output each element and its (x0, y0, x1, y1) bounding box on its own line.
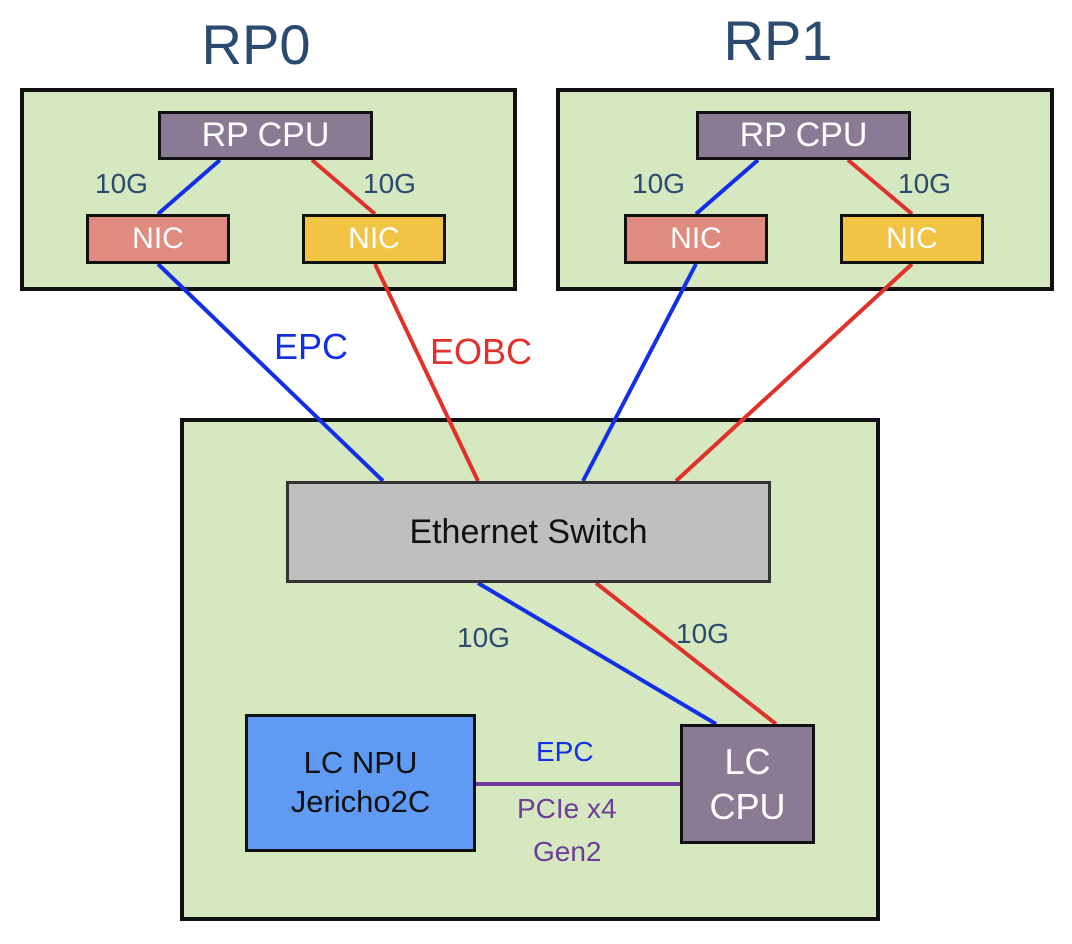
rp0-cpu-nic-left-link (156, 158, 222, 216)
rp0-nic-right-label: NIC (348, 222, 400, 255)
rp0-link-right-speed: 10G (363, 168, 416, 199)
rp1-nic-right-box: NIC (840, 214, 984, 264)
pcie-label-line2: Gen2 (533, 836, 602, 867)
rp1-link-left-speed: 10G (632, 168, 685, 199)
rp0-nic-left-box: NIC (86, 214, 230, 264)
epc-uplink-label: EPC (274, 326, 349, 367)
lc-cpu-label-line1: LC (724, 741, 771, 782)
rp0-cpu-nic-right-link (310, 158, 377, 216)
lc-npu-label-line1: LC NPU (303, 745, 418, 781)
pcie-label-line1: PCIe x4 (517, 793, 617, 824)
rp1-epc-uplink (581, 263, 698, 482)
rp1-cpu-nic-right-link (846, 158, 914, 216)
rp1-cpu-box: RP CPU (696, 111, 911, 160)
lc-cpu-label-line2: CPU (709, 786, 786, 827)
rp1-cpu-label: RP CPU (739, 116, 868, 154)
switch-link-left-speed: 10G (457, 622, 510, 653)
lc-npu-box: LC NPU Jericho2C (245, 714, 476, 852)
rp1-title: RP1 (723, 9, 833, 72)
rp0-epc-uplink (156, 262, 385, 483)
rp0-nic-right-box: NIC (302, 214, 446, 264)
rp0-cpu-label: RP CPU (201, 116, 330, 154)
rp0-title: RP0 (201, 13, 311, 76)
lc-npu-label-line2: Jericho2C (290, 784, 431, 819)
rp1-cpu-nic-left-link (694, 158, 760, 216)
rp1-eobc-uplink (674, 262, 914, 483)
rp0-cpu-box: RP CPU (158, 111, 373, 160)
rp1-nic-left-label: NIC (670, 222, 722, 255)
switch-lccpu-epc-link (476, 581, 718, 726)
eobc-uplink-label: EOBC (430, 331, 533, 372)
rp1-link-right-speed: 10G (898, 168, 951, 199)
switch-lccpu-eobc-link (594, 581, 778, 726)
lc-cpu-box: LC CPU (680, 724, 815, 844)
pcie-epc-label: EPC (536, 736, 594, 767)
rp1-nic-left-box: NIC (624, 214, 768, 264)
rp0-link-left-speed: 10G (95, 168, 148, 199)
rp1-nic-right-label: NIC (886, 222, 938, 255)
rp0-eobc-uplink (373, 263, 480, 482)
switch-link-right-speed: 10G (676, 618, 729, 649)
ethernet-switch-box: Ethernet Switch (286, 481, 771, 583)
rp0-nic-left-label: NIC (132, 222, 184, 255)
ethernet-switch-label: Ethernet Switch (409, 512, 648, 551)
